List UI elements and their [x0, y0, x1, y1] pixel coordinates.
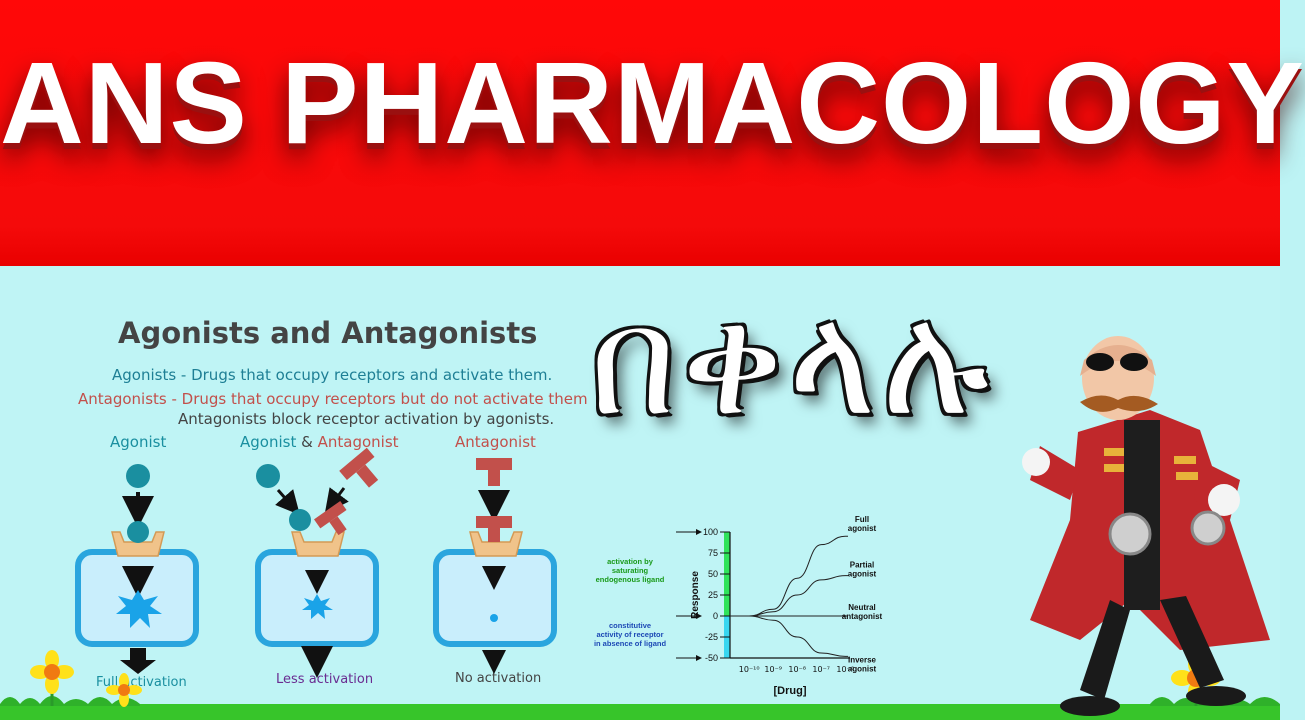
antagonist-molecule-stem: [488, 470, 500, 486]
activation-burst-small: [302, 594, 333, 619]
antagonist-definition: Antagonists - Drugs that occupy receptor…: [78, 390, 588, 408]
series-label: antagonist: [842, 612, 883, 621]
binding-arrow-antagonist: [324, 487, 349, 514]
annotation-constitutive: activity of receptor: [596, 630, 663, 639]
y-tick-label: 100: [703, 527, 718, 537]
page-title: ANS PHARMACOLOGY: [0, 38, 1305, 168]
flower-left-small: [106, 673, 142, 707]
annotation-constitutive: constitutive: [609, 621, 651, 630]
column-label-mixed: Agonist & Antagonist: [240, 433, 399, 451]
chart-marks: [676, 529, 850, 661]
mixed-label-amp: &: [301, 433, 313, 451]
bound-antagonist-stem: [488, 528, 500, 542]
x-tick-label: 10⁻⁹: [764, 665, 782, 674]
series-label: agonist: [848, 570, 877, 579]
top-arrow-head: [696, 529, 702, 535]
y-tick-label: 0: [713, 611, 718, 621]
receptor: [469, 531, 523, 557]
mixed-label-antagonist: Antagonist: [317, 433, 399, 451]
series-line: [729, 535, 848, 617]
bottom-arrow-head: [696, 655, 702, 661]
flower-left: [30, 650, 74, 706]
output-arrow-head: [120, 660, 156, 674]
cell-box: [433, 549, 557, 647]
agonist-molecule: [126, 464, 150, 488]
series-label: agonist: [848, 524, 877, 533]
x-tick-label: 10⁻⁶: [836, 665, 854, 674]
cartoon-character: [1022, 336, 1270, 716]
receptor: [111, 531, 165, 557]
antagonist-block-note: Antagonists block receptor activation by…: [178, 410, 555, 428]
agonist-panel: [75, 464, 199, 674]
y-tick-label: -25: [705, 632, 718, 642]
mixed-label-agonist: Agonist: [240, 433, 297, 451]
dose-response-chart: 100 75 50 25 0 -25 -50 10⁻¹⁰ 10⁻⁹ 10⁻⁸ 10⁻⁷ 10⁻⁶ [Dr…: [594, 515, 883, 697]
series-label: Partial: [850, 561, 874, 570]
agonist-definition: Agonists - Drugs that occupy receptors a…: [112, 366, 553, 384]
y-tick-label: 50: [708, 569, 718, 579]
diagram-title: Agonists and Antagonists: [118, 316, 538, 350]
y-tick-label: 75: [708, 548, 718, 558]
output-arrow-shaft: [130, 648, 146, 662]
agonist-molecule: [256, 464, 280, 488]
middle-arrow-head: [696, 613, 702, 619]
mixed-panel: [255, 447, 379, 678]
amharic-subtitle: በቀላሉ: [590, 275, 996, 449]
x-tick-label: 10⁻⁸: [788, 665, 806, 674]
chart-text: 100 75 50 25 0 -25 -50 10⁻¹⁰ 10⁻⁹ 10⁻⁸ 10⁻⁷ 10⁻⁶ [Dr…: [594, 515, 883, 697]
activation-burst-large: [116, 590, 162, 628]
result-no-activation: No activation: [455, 671, 542, 686]
bound-antagonist: [314, 500, 347, 536]
x-tick-label: 10⁻⁷: [812, 665, 830, 674]
bound-agonist: [127, 521, 149, 543]
series-label: Neutral: [848, 603, 876, 612]
result-less-activation: Less activation: [276, 672, 374, 687]
annotation-constitutive: in absence of ligand: [594, 639, 667, 648]
annotation-activation: saturating: [612, 566, 649, 575]
annotation-activation: endogenous ligand: [596, 575, 665, 584]
series-label: Full: [855, 515, 869, 524]
binding-arrow: [275, 489, 300, 516]
series-line: [729, 615, 848, 657]
column-label-agonist: Agonist: [110, 433, 167, 451]
y-tick-label: -50: [705, 653, 718, 663]
series-label: Inverse: [848, 655, 877, 664]
receptor: [291, 531, 345, 557]
title-banner: ANS PHARMACOLOGY: [0, 0, 1305, 266]
x-tick-label: 10⁻¹⁰: [739, 665, 760, 674]
bound-antagonist-top: [476, 516, 512, 528]
annotation-activation: activation by: [607, 557, 654, 566]
antagonist-molecule-top: [476, 458, 512, 470]
x-axis-label: [Drug]: [774, 685, 807, 697]
bound-agonist: [289, 509, 311, 531]
column-label-antagonist: Antagonist: [455, 433, 536, 451]
activation-burst-tiny: [490, 614, 498, 622]
antagonist-panel: [433, 458, 557, 674]
series-line: [729, 575, 848, 617]
y-axis-label: Response: [690, 571, 701, 619]
series-label: agonist: [848, 664, 877, 673]
antagonist-molecule: [339, 447, 379, 488]
y-tick-label: 25: [708, 590, 718, 600]
